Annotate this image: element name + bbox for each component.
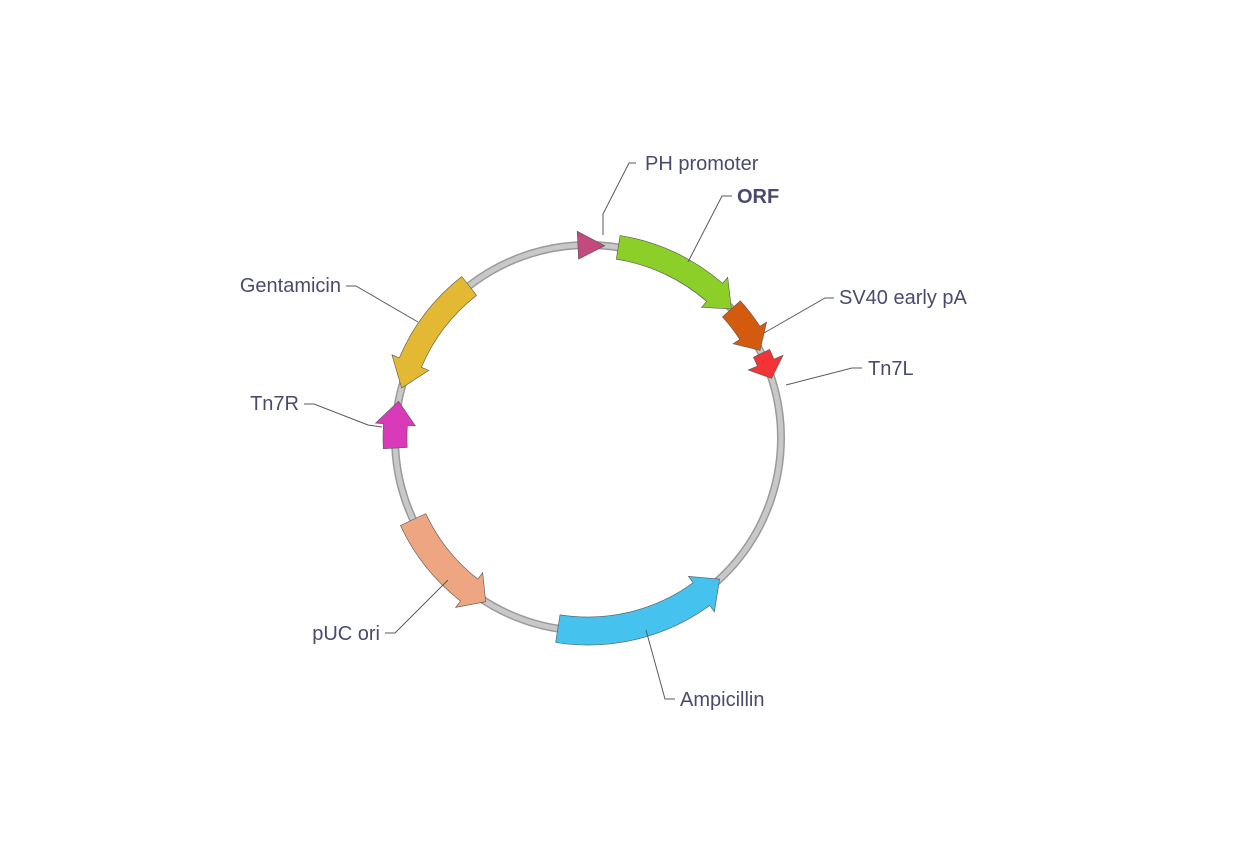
feature-ph-promoter xyxy=(576,230,606,260)
leader-line-gentamicin xyxy=(346,285,419,323)
feature-tn7l xyxy=(747,348,784,379)
leader-line-tn7l xyxy=(785,367,862,386)
label-tn7l: Tn7L xyxy=(868,358,914,380)
label-orf: ORF xyxy=(737,186,779,208)
label-ph-promoter: PH promoter xyxy=(645,153,759,175)
feature-tn7r xyxy=(374,400,416,450)
leader-line-tn7r xyxy=(304,403,383,428)
feature-sv40-early-pa xyxy=(722,300,768,351)
feature-orf xyxy=(615,235,732,310)
leader-line-ph-promoter xyxy=(602,162,636,235)
feature-puc-ori xyxy=(400,513,487,608)
label-ampicillin: Ampicillin xyxy=(680,689,764,711)
leader-line-sv40-early-pa xyxy=(763,297,834,334)
leader-line-orf xyxy=(687,195,732,263)
leader-line-ampicillin xyxy=(645,629,675,700)
label-gentamicin: Gentamicin xyxy=(240,275,341,297)
label-sv40-early-pa: SV40 early pA xyxy=(839,287,968,309)
leader-line-puc-ori xyxy=(385,579,449,634)
feature-ampicillin xyxy=(555,575,720,646)
label-puc-ori: pUC ori xyxy=(312,623,380,645)
label-tn7r: Tn7R xyxy=(250,393,299,415)
feature-gentamicin xyxy=(391,276,478,389)
